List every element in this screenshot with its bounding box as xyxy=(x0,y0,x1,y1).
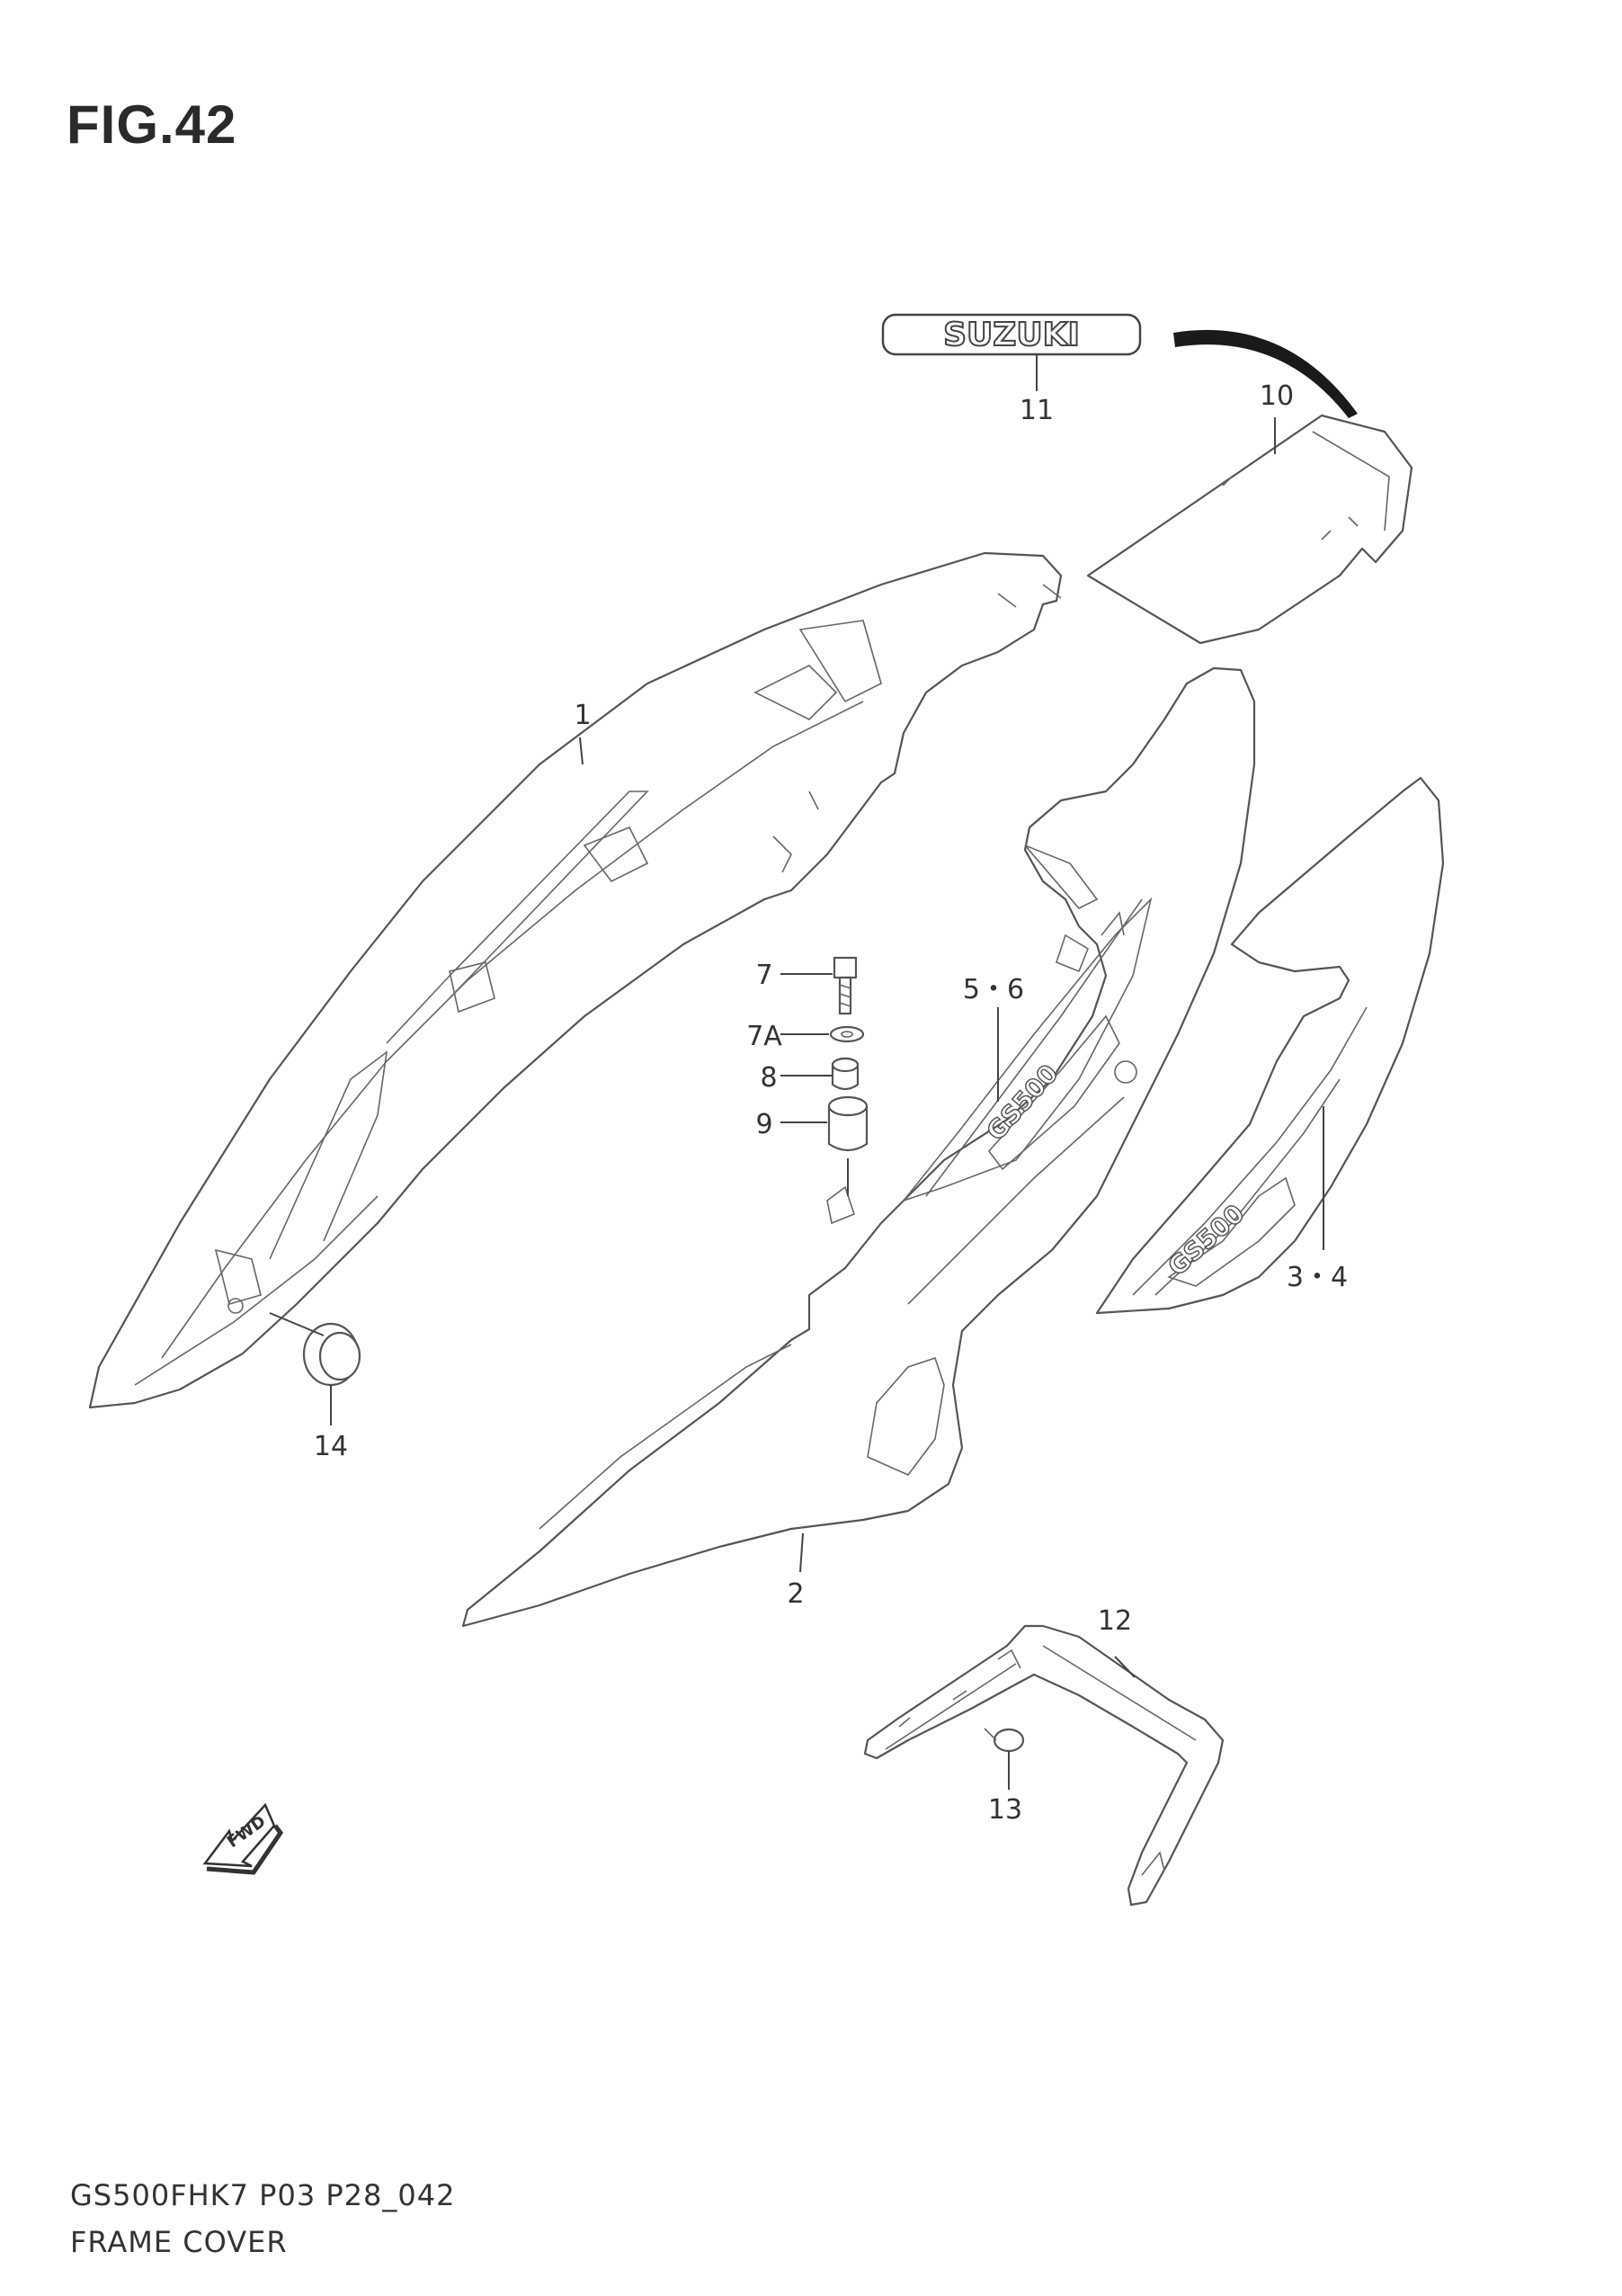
model-code: GS500FHK7 P03 P28_042 xyxy=(70,2178,456,2212)
callout-7: 7 xyxy=(755,960,772,991)
part-2-side-cover xyxy=(461,666,1256,1628)
figure-title: FIG.42 xyxy=(67,94,237,155)
part-14-grommet xyxy=(302,1322,361,1387)
callout-2: 2 xyxy=(787,1578,804,1610)
callout-8: 8 xyxy=(760,1062,777,1094)
leader-2 xyxy=(799,1532,804,1573)
callout-5-6: 5・6 xyxy=(963,974,1024,1005)
leader-12 xyxy=(1114,1656,1136,1678)
part-1-frame-cover xyxy=(88,551,1063,1409)
callout-14: 14 xyxy=(314,1431,348,1462)
part-12-rear-bracket xyxy=(863,1624,1225,1907)
part-13-clip xyxy=(984,1728,1025,1753)
leader-1 xyxy=(579,737,584,765)
fwd-arrow-icon: FWD xyxy=(202,1802,284,1875)
callout-1: 1 xyxy=(574,700,591,731)
part-10-tail-cover xyxy=(1086,414,1413,645)
part-10-trim-strip xyxy=(1173,329,1358,418)
part-9-rubber-cushion xyxy=(827,1095,869,1152)
callout-10: 10 xyxy=(1260,380,1294,412)
leader-14-top xyxy=(269,1312,325,1336)
part-3-4-side-panel: GS500 xyxy=(1095,776,1445,1315)
callout-11: 11 xyxy=(1020,395,1054,426)
suzuki-emblem-text: SUZUKI xyxy=(943,317,1080,353)
part-7-bolt xyxy=(833,956,858,1015)
callout-9: 9 xyxy=(755,1109,772,1140)
part-7a-washer xyxy=(829,1025,865,1043)
callout-12: 12 xyxy=(1098,1605,1132,1637)
section-name: FRAME COVER xyxy=(70,2225,288,2259)
callout-7a: 7A xyxy=(746,1021,782,1052)
callout-3-4: 3・4 xyxy=(1287,1262,1348,1293)
part-8-collar xyxy=(831,1057,860,1091)
callout-13: 13 xyxy=(988,1794,1022,1826)
suzuki-emblem: SUZUKI xyxy=(881,313,1142,356)
